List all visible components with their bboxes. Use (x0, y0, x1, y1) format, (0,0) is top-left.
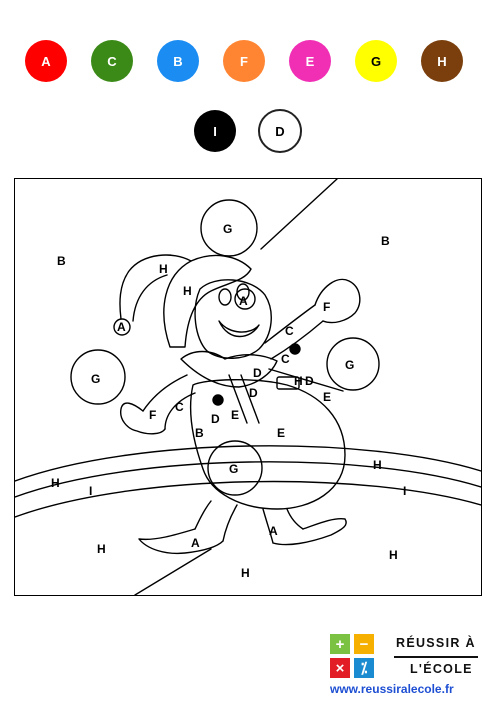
coloring-drawing[interactable]: G B B H H A A F C C G G D D H F C D E D … (14, 178, 482, 596)
jester-button (289, 343, 301, 355)
jester-right-arm (264, 304, 324, 360)
region-label: H (183, 284, 192, 298)
multiply-icon: × (330, 658, 350, 678)
jester-right-hand (314, 278, 361, 324)
region-label: C (281, 352, 290, 366)
jester-mouth (218, 320, 260, 338)
region-label: D (211, 412, 220, 426)
region-label: B (381, 234, 390, 248)
jester-button (212, 394, 224, 406)
region-label: E (277, 426, 285, 440)
region-label: H (51, 476, 60, 490)
region-label: F (323, 300, 330, 314)
region-label: G (91, 372, 100, 386)
divide-icon: ⁒ (354, 658, 374, 678)
floor-line (134, 548, 212, 595)
logo-line-1: RÉUSSIR À (396, 636, 476, 650)
region-label: A (117, 320, 126, 334)
region-labels: G B B H H A A F C C G G D D H F C D E D … (51, 222, 406, 580)
region-label: B (57, 254, 66, 268)
region-label: B (195, 426, 204, 440)
region-label: H (159, 262, 168, 276)
swatch-e[interactable]: E (289, 40, 331, 82)
region-label: E (323, 390, 331, 404)
region-label: H (389, 548, 398, 562)
region-label: F (149, 408, 156, 422)
ring-arc-outer (15, 445, 481, 482)
region-label: D (249, 386, 258, 400)
swatch-letter: H (437, 53, 447, 69)
jester-collar (180, 350, 278, 388)
swatch-h[interactable]: H (421, 40, 463, 82)
swatch-i[interactable]: I (194, 110, 236, 152)
belt-buckle (276, 376, 300, 390)
region-label: A (269, 524, 278, 538)
jester-eye (236, 283, 250, 301)
swatch-letter: C (107, 53, 117, 69)
swatch-g[interactable]: G (355, 40, 397, 82)
region-label: I (89, 484, 92, 498)
jester-eye (218, 288, 232, 306)
juggling-ball (70, 349, 126, 405)
logo-url-link[interactable]: www.reussiralecole.fr (330, 682, 454, 696)
minus-icon: − (354, 634, 374, 654)
region-label: A (191, 536, 200, 550)
swatch-letter: A (41, 53, 51, 69)
jester-belt (228, 368, 344, 424)
swatch-b[interactable]: B (157, 40, 199, 82)
swatch-a[interactable]: A (25, 40, 67, 82)
jester-left-shoe (138, 528, 224, 555)
jester-torso (189, 379, 346, 510)
region-label: C (175, 400, 184, 414)
ring-arc-inner (15, 480, 481, 518)
swatch-letter: E (305, 53, 315, 69)
backdrop-line (260, 179, 338, 250)
region-label: E (231, 408, 239, 422)
region-label: H (294, 374, 303, 388)
swatch-letter: D (275, 123, 285, 139)
jester-left-hand (120, 402, 166, 435)
jester-hat (163, 254, 252, 348)
region-label: D (253, 366, 262, 380)
region-label: H (97, 542, 106, 556)
jester-left-leg (194, 500, 238, 542)
jester-left-arm (142, 374, 196, 430)
region-label: I (403, 484, 406, 498)
swatch-d[interactable]: D (258, 109, 302, 153)
ring-arc-mid (15, 461, 481, 498)
brand-logo[interactable]: + − × ⁒ RÉUSSIR À L'ÉCOLE www.reussirale… (330, 632, 490, 702)
region-label: A (239, 294, 248, 308)
jester-hat-tail (119, 254, 192, 322)
region-label: D (305, 374, 314, 388)
region-label: G (223, 222, 232, 236)
hat-bell (113, 318, 131, 336)
juggling-ball (207, 440, 263, 496)
hat-ball (234, 288, 256, 310)
logo-divider (394, 656, 478, 658)
swatch-letter: B (173, 53, 183, 69)
swatch-f[interactable]: F (223, 40, 265, 82)
swatch-letter: G (370, 53, 382, 69)
juggling-ball (326, 337, 380, 391)
logo-line-2: L'ÉCOLE (410, 662, 473, 676)
region-label: H (241, 566, 250, 580)
coloring-svg: G B B H H A A F C C G G D D H F C D E D … (15, 179, 481, 595)
region-label: G (345, 358, 354, 372)
juggling-ball (200, 199, 258, 257)
region-label: G (229, 462, 238, 476)
jester-right-leg (262, 508, 304, 544)
swatch-c[interactable]: C (91, 40, 133, 82)
swatch-letter: F (240, 53, 248, 69)
region-label: H (373, 458, 382, 472)
jester-face (194, 279, 272, 359)
jester-right-shoe (272, 517, 347, 546)
region-label: C (285, 324, 294, 338)
plus-icon: + (330, 634, 350, 654)
swatch-letter: I (213, 123, 217, 139)
